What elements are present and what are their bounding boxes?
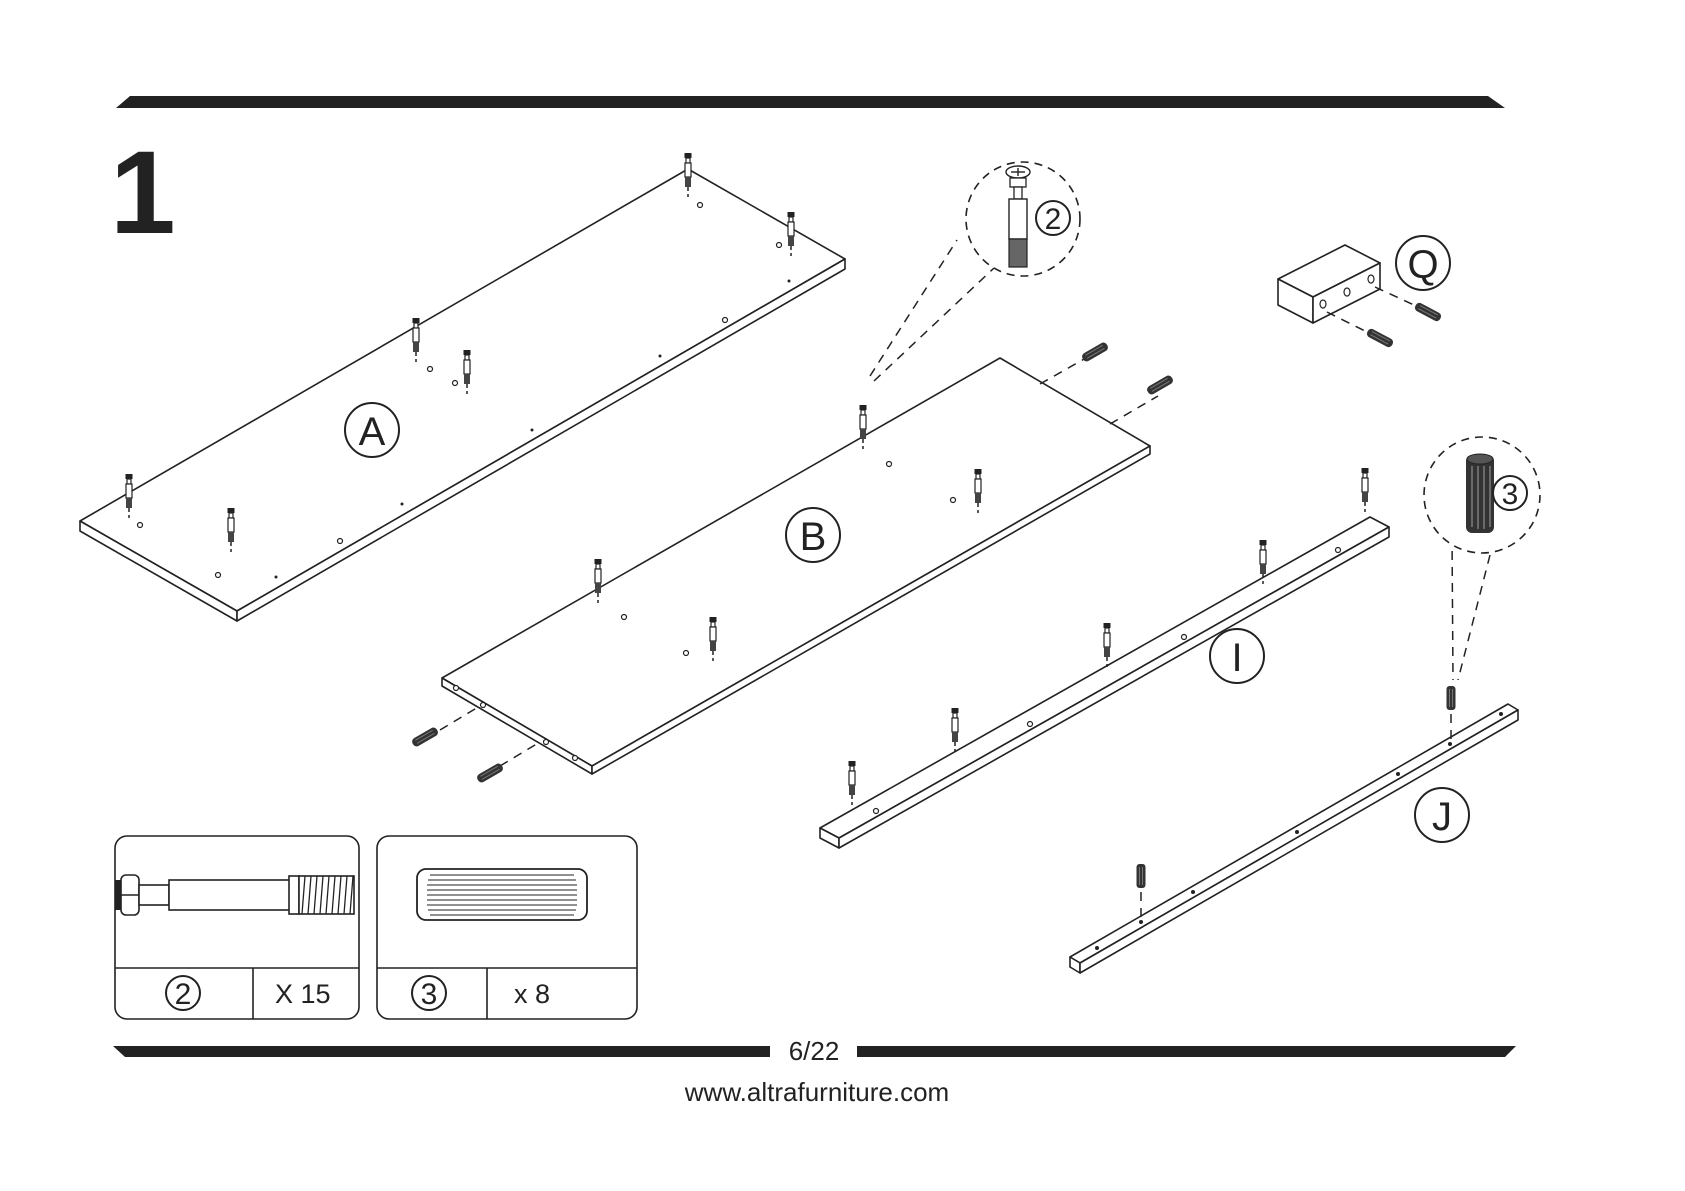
hardware-id: 3 bbox=[421, 978, 438, 1011]
svg-text:Q: Q bbox=[1407, 243, 1438, 287]
step-number: 1 bbox=[110, 127, 176, 259]
svg-text:A: A bbox=[359, 410, 386, 454]
cam-bolt-callout: 2 bbox=[870, 162, 1080, 381]
website-url: www.altrafurniture.com bbox=[684, 1077, 949, 1107]
footer-bar-right bbox=[857, 1046, 1516, 1057]
part-label-a: A bbox=[345, 403, 399, 457]
hardware-id: 2 bbox=[175, 978, 192, 1011]
hardware-box-cam-bolt: 2 X 15 bbox=[115, 836, 359, 1019]
part-label-q: Q bbox=[1396, 236, 1450, 290]
cam-bolt-icon bbox=[1006, 166, 1030, 267]
svg-text:J: J bbox=[1432, 795, 1452, 839]
wooden-dowel-icon bbox=[1466, 454, 1494, 533]
wooden-dowel-icon bbox=[417, 869, 587, 920]
dowel-callout: 3 bbox=[1424, 437, 1540, 680]
header-bar bbox=[116, 96, 1505, 108]
svg-text:B: B bbox=[800, 515, 827, 559]
footer-bar-left bbox=[113, 1046, 770, 1057]
part-label-b: B bbox=[786, 508, 840, 562]
svg-text:2: 2 bbox=[1045, 203, 1062, 236]
hardware-quantity: x 8 bbox=[514, 979, 550, 1009]
part-label-j: J bbox=[1415, 788, 1469, 842]
page-number: 6/22 bbox=[789, 1036, 840, 1066]
hardware-quantity: X 15 bbox=[275, 979, 331, 1009]
svg-text:3: 3 bbox=[1502, 478, 1519, 511]
hardware-box-dowel: 3 x 8 bbox=[377, 836, 637, 1019]
part-label-i: I bbox=[1210, 629, 1264, 683]
cam-bolt-icon bbox=[115, 875, 354, 915]
svg-text:I: I bbox=[1231, 636, 1242, 680]
